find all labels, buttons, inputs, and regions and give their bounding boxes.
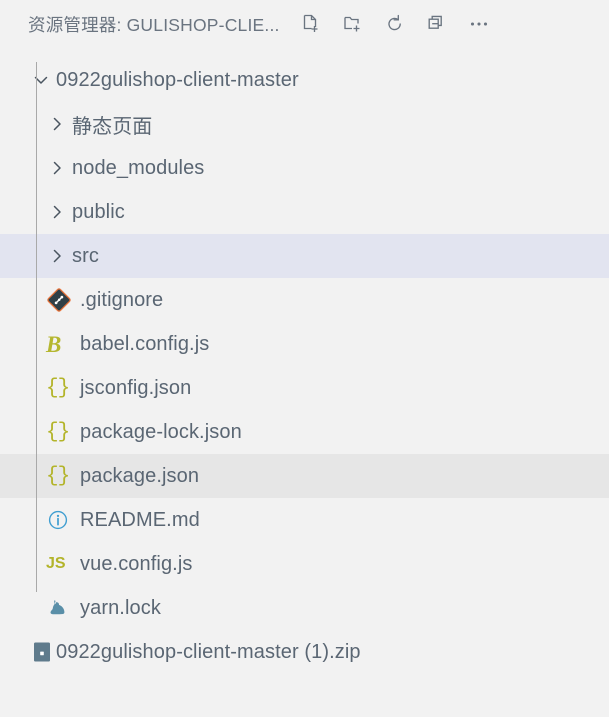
new-file-button[interactable] [292, 7, 330, 41]
json-icon: {} [46, 410, 80, 454]
tree-row-label: babel.config.js [80, 332, 210, 355]
js-glyph: JS [46, 555, 66, 572]
tree-row-label: 0922gulishop-client-master [56, 68, 299, 91]
tree-row-jsconfig-json[interactable]: {} jsconfig.json [0, 366, 609, 410]
tree-row-label: src [72, 244, 99, 267]
json-glyph: {} [46, 376, 70, 400]
babel-glyph: B [46, 331, 62, 357]
chevron-right-icon[interactable] [46, 146, 72, 190]
new-file-icon [300, 13, 322, 35]
new-folder-icon [342, 13, 364, 35]
more-actions-button[interactable] [460, 7, 498, 41]
new-folder-button[interactable] [334, 7, 372, 41]
tree-row-src[interactable]: src [0, 234, 609, 278]
tree-row-label: jsconfig.json [80, 376, 192, 399]
tree-row-label: package.json [80, 464, 200, 487]
zip-icon [30, 630, 56, 674]
tree-row-root[interactable]: 0922gulishop-client-master [0, 58, 609, 102]
tree-row-zip-archive[interactable]: 0922gulishop-client-master (1).zip [0, 630, 609, 674]
json-icon: {} [46, 454, 80, 498]
json-icon: {} [46, 366, 80, 410]
collapse-all-button[interactable] [418, 7, 456, 41]
collapse-all-icon [426, 13, 448, 35]
tree-row-babel-config[interactable]: B babel.config.js [0, 322, 609, 366]
tree-row-vue-config-js[interactable]: JS vue.config.js [0, 542, 609, 586]
tree-row-label: 静态页面 [72, 115, 153, 138]
refresh-icon [384, 13, 406, 35]
tree-row-label: public [72, 200, 125, 223]
tree-row-label: README.md [80, 508, 200, 531]
tree-row-label: package-lock.json [80, 420, 242, 443]
git-icon [46, 278, 80, 322]
chevron-right-icon[interactable] [46, 190, 72, 234]
babel-icon: B [46, 322, 80, 366]
json-glyph: {} [46, 464, 70, 488]
tree-row-label: 0922gulishop-client-master (1).zip [56, 640, 361, 663]
tree-row-node-modules[interactable]: node_modules [0, 146, 609, 190]
chevron-right-icon[interactable] [46, 102, 72, 146]
js-icon: JS [46, 542, 80, 586]
chevron-right-icon[interactable] [46, 234, 72, 278]
file-tree: 0922gulishop-client-master 静态页面 node_mod… [0, 48, 609, 674]
explorer-title: 资源管理器: GULISHOP-CLIE... [28, 14, 280, 35]
tree-row-label: vue.config.js [80, 552, 193, 575]
tree-row-jingtaiyemian[interactable]: 静态页面 [0, 102, 609, 146]
tree-row-readme-md[interactable]: README.md [0, 498, 609, 542]
readme-icon [46, 498, 80, 542]
tree-row-package-json[interactable]: {} package.json [0, 454, 609, 498]
tree-row-label: .gitignore [80, 288, 164, 311]
explorer-header: 资源管理器: GULISHOP-CLIE... [0, 0, 609, 48]
refresh-button[interactable] [376, 7, 414, 41]
indent-guide [36, 62, 37, 592]
tree-row-label: node_modules [72, 156, 205, 179]
tree-row-package-lock-json[interactable]: {} package-lock.json [0, 410, 609, 454]
tree-row-public[interactable]: public [0, 190, 609, 234]
chevron-down-icon[interactable] [30, 58, 56, 102]
tree-row-label: yarn.lock [80, 596, 161, 619]
tree-row-yarn-lock[interactable]: yarn.lock [0, 586, 609, 630]
json-glyph: {} [46, 420, 70, 444]
explorer-toolbar [292, 7, 498, 41]
more-actions-icon [467, 13, 491, 35]
tree-row-gitignore[interactable]: .gitignore [0, 278, 609, 322]
yarn-icon [46, 586, 80, 630]
